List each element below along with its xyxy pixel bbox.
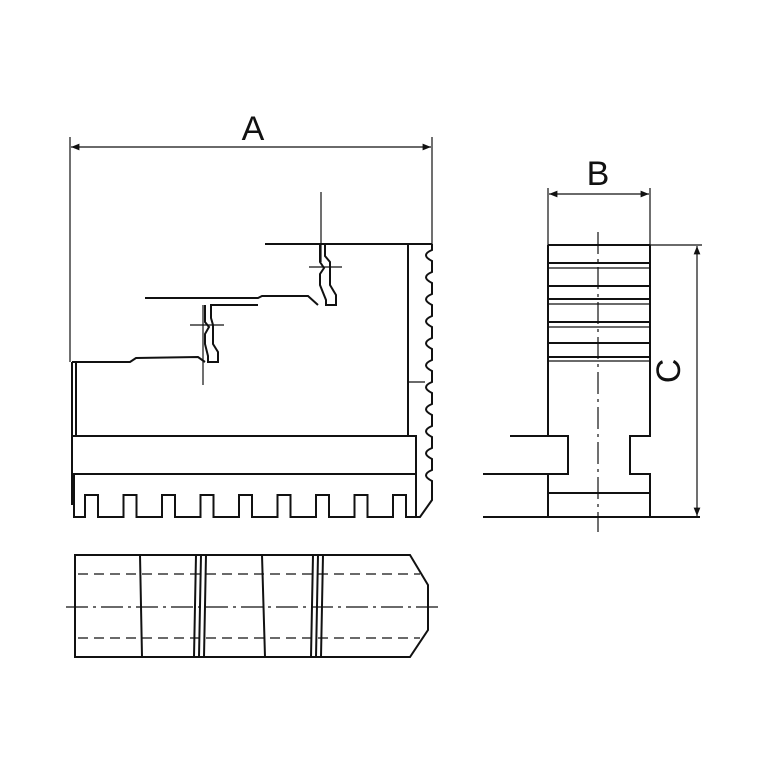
dimension-b: B (547, 155, 651, 246)
dimension-label-b: B (587, 155, 610, 193)
front-view: A (69, 110, 433, 518)
top-view (66, 554, 442, 658)
serrated-edge (416, 244, 433, 518)
dimension-label-c: C (650, 359, 688, 384)
dimension-c: C (650, 244, 702, 516)
side-view: B C (483, 155, 702, 532)
jaw-band (71, 435, 417, 475)
jaw-step-profile (72, 243, 432, 363)
side-grooves (548, 262, 650, 494)
jaw-teeth (73, 474, 417, 518)
dimension-label-a: A (242, 110, 265, 148)
dimension-a: A (69, 110, 433, 362)
